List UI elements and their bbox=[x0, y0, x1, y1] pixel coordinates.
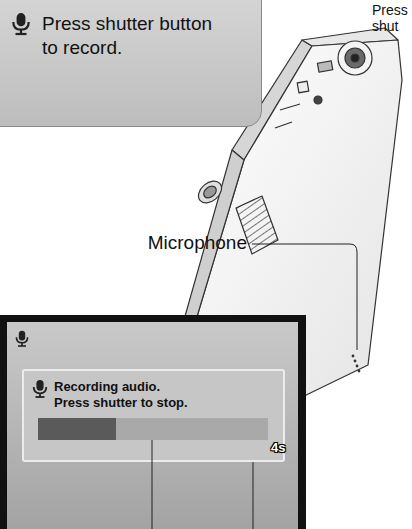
mic-icon bbox=[16, 331, 27, 346]
screen-frame bbox=[0, 315, 306, 529]
message-box: Press shutter button to record. bbox=[0, 0, 262, 127]
cut-off-text: Press shut bbox=[372, 2, 412, 34]
time-readout: 4s bbox=[271, 441, 297, 456]
node-text: Press shutter button to record. bbox=[42, 12, 224, 60]
mic-icon bbox=[34, 380, 47, 397]
microphone-holes bbox=[352, 355, 361, 373]
status-panel: Recording audio. Press shutter to stop. bbox=[22, 369, 285, 462]
leader-line bbox=[152, 458, 153, 529]
part-label: Microphone bbox=[0, 232, 247, 254]
mic-icon bbox=[13, 13, 28, 34]
screen-display bbox=[7, 322, 298, 529]
node-text: Recording audio. Press shutter to stop. bbox=[54, 379, 194, 412]
mic-icon bbox=[16, 331, 27, 346]
